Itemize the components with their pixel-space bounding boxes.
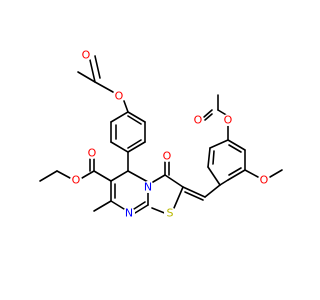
nitrogen-label: N [142, 181, 154, 194]
bond [110, 170, 129, 182]
svg-text:O: O [260, 174, 269, 187]
structure-svg: O O O O O O O O [39, 49, 283, 220]
molecule-diagram: O O O O O O O O [39, 48, 283, 220]
bond [244, 169, 259, 178]
oxygen-label: O [192, 114, 204, 127]
bond [228, 167, 242, 176]
svg-text:O: O [163, 150, 172, 163]
sulfur-label: S [164, 207, 176, 220]
bond [127, 139, 142, 149]
bond [228, 144, 242, 153]
svg-text:O: O [72, 174, 81, 187]
bond [219, 179, 229, 186]
bond [127, 111, 146, 123]
bond [164, 174, 184, 188]
bond [207, 147, 211, 168]
oxygen-label: O [80, 49, 92, 62]
svg-text:N: N [144, 181, 152, 194]
bond [110, 200, 125, 210]
nitrogen-label: N [123, 207, 135, 220]
svg-text:O: O [82, 49, 91, 62]
bond [203, 109, 213, 118]
bond [77, 71, 96, 83]
oxygen-label: O [86, 147, 98, 160]
bond [94, 81, 114, 93]
bond [56, 170, 71, 179]
oxygen-label: O [113, 90, 125, 103]
svg-text:S: S [167, 207, 174, 220]
bond [81, 170, 95, 179]
bond [269, 169, 283, 178]
bond [110, 111, 129, 123]
bond [209, 139, 229, 149]
oxygen-label: O [222, 114, 234, 127]
bond [173, 186, 184, 209]
bond [207, 166, 221, 186]
oxygen-label: O [70, 174, 82, 187]
bond [94, 55, 101, 79]
bond [227, 169, 246, 181]
oxygen-label: O [161, 150, 173, 163]
bond [152, 174, 166, 183]
bond [184, 191, 204, 201]
bond [182, 186, 206, 198]
bond [93, 170, 112, 182]
bond [127, 141, 146, 153]
svg-text:O: O [88, 147, 97, 160]
bond [204, 113, 213, 121]
svg-text:O: O [115, 90, 124, 103]
bond [39, 170, 58, 182]
bond [204, 184, 221, 198]
oxygen-label: O [258, 174, 270, 187]
bond [127, 170, 149, 183]
bond [127, 115, 142, 125]
bond [227, 139, 246, 151]
svg-text:O: O [194, 114, 203, 127]
bond [212, 150, 215, 165]
bond-lines [39, 55, 283, 215]
bond [93, 200, 112, 212]
atom-labels: O O O O O O O O [70, 49, 270, 220]
bond [134, 204, 149, 214]
bond [133, 201, 146, 210]
bond [89, 59, 96, 83]
bond [110, 141, 129, 153]
svg-text:O: O [224, 114, 233, 127]
svg-text:N: N [125, 207, 133, 220]
bond [123, 100, 129, 113]
